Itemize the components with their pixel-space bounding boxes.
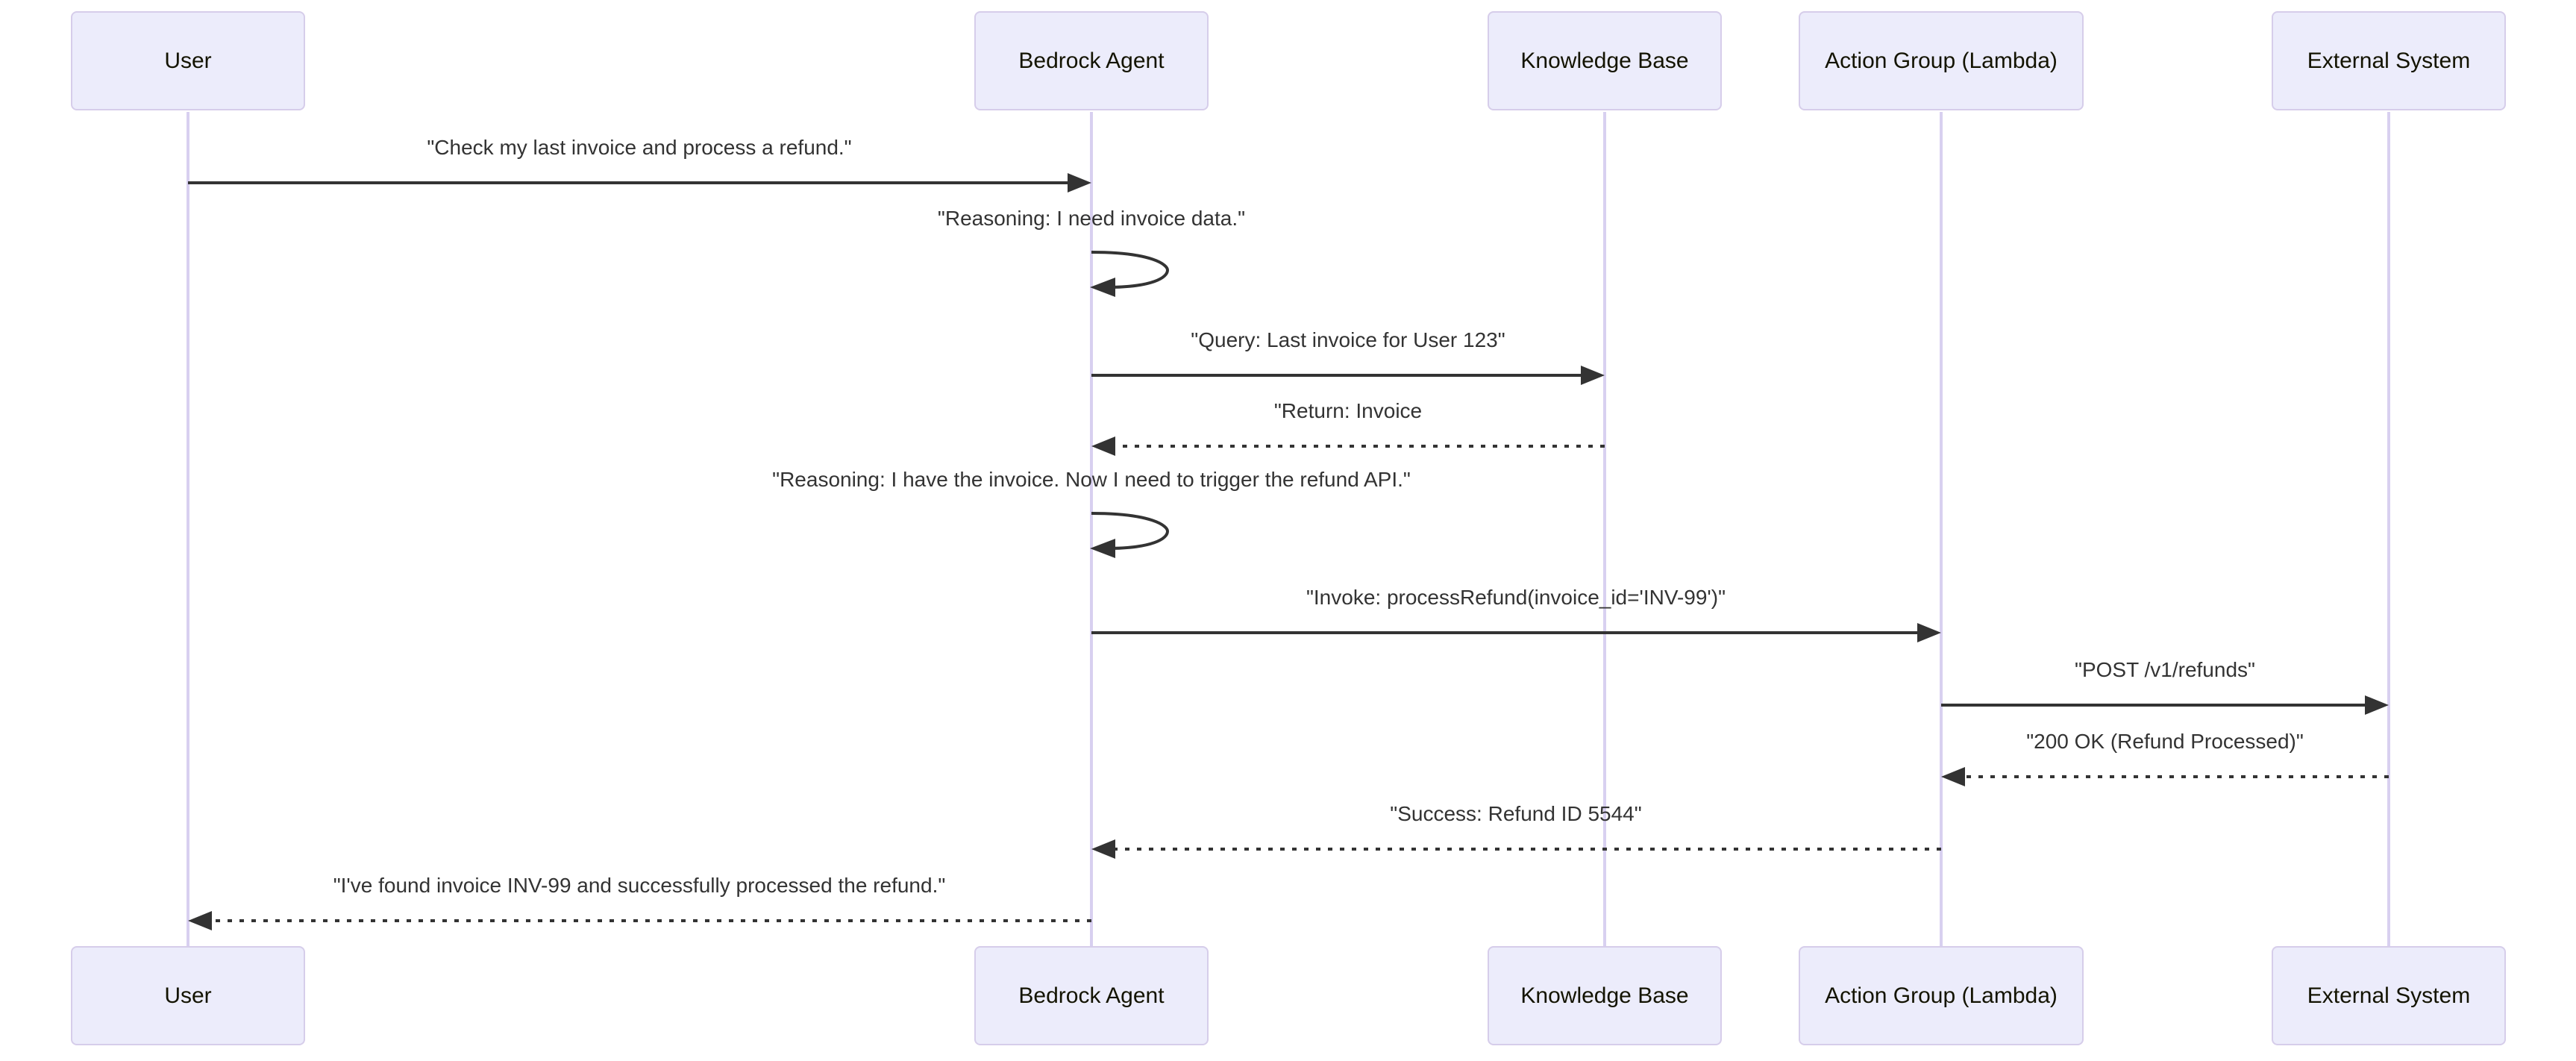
participant-box-external-system-bottom[interactable]: External System [2272,946,2506,1045]
lifeline-action-group [1940,112,1943,946]
participant-label-agent-top: Bedrock Agent [1018,48,1165,73]
message-arrow-1 [188,173,1091,193]
message-label-4: "Return: Invoice [1273,399,1423,422]
message-label-6: "Invoke: processRefund(invoice_id='INV-9… [1306,586,1726,609]
participant-label-agent-bottom: Bedrock Agent [1018,983,1165,1008]
lifeline-user [187,112,189,946]
message-label-8: "200 OK (Refund Processed)" [2026,730,2304,753]
participant-box-knowledge-base-bottom[interactable]: Knowledge Base [1488,946,1722,1045]
message-arrow-3 [1091,366,1605,385]
message-arrow-9 [1091,839,1941,859]
message-arrow-8 [1941,767,2389,786]
message-selfloop-5 [1090,512,1170,558]
message-selfloop-2 [1090,251,1170,297]
message-label-2: "Reasoning: I need invoice data." [937,207,1246,230]
message-label-1: "Check my last invoice and process a ref… [427,136,852,159]
participant-label-external-system-top: External System [2307,48,2471,73]
participant-box-user-top[interactable]: User [71,11,305,110]
participant-label-external-system-bottom: External System [2307,983,2471,1008]
message-label-7: "POST /v1/refunds" [2075,658,2255,681]
message-label-3: "Query: Last invoice for User 123" [1191,328,1505,351]
participant-label-user-top: User [164,48,212,73]
lifeline-knowledge-base [1603,112,1606,946]
participant-label-knowledge-base-top: Knowledge Base [1520,48,1689,73]
participant-box-action-group-bottom[interactable]: Action Group (Lambda) [1799,946,2084,1045]
participant-label-action-group-top: Action Group (Lambda) [1825,48,2058,73]
participant-box-agent-bottom[interactable]: Bedrock Agent [974,946,1209,1045]
message-arrow-10 [188,911,1091,930]
participant-box-agent-top[interactable]: Bedrock Agent [974,11,1209,110]
message-label-9: "Success: Refund ID 5544" [1390,802,1642,825]
participant-box-user-bottom[interactable]: User [71,946,305,1045]
lifeline-agent [1090,112,1093,946]
message-label-5: "Reasoning: I have the invoice. Now I ne… [772,468,1411,491]
participant-label-knowledge-base-bottom: Knowledge Base [1520,983,1689,1008]
participant-box-action-group-top[interactable]: Action Group (Lambda) [1799,11,2084,110]
message-label-10: "I've found invoice INV-99 and successfu… [333,874,946,897]
message-arrow-7 [1941,695,2389,715]
lifeline-external-system [2387,112,2390,946]
participant-box-knowledge-base-top[interactable]: Knowledge Base [1488,11,1722,110]
participant-label-action-group-bottom: Action Group (Lambda) [1825,983,2058,1008]
participant-label-user-bottom: User [164,983,212,1008]
message-arrow-4 [1091,436,1605,456]
participant-box-external-system-top[interactable]: External System [2272,11,2506,110]
message-arrow-6 [1091,623,1941,642]
